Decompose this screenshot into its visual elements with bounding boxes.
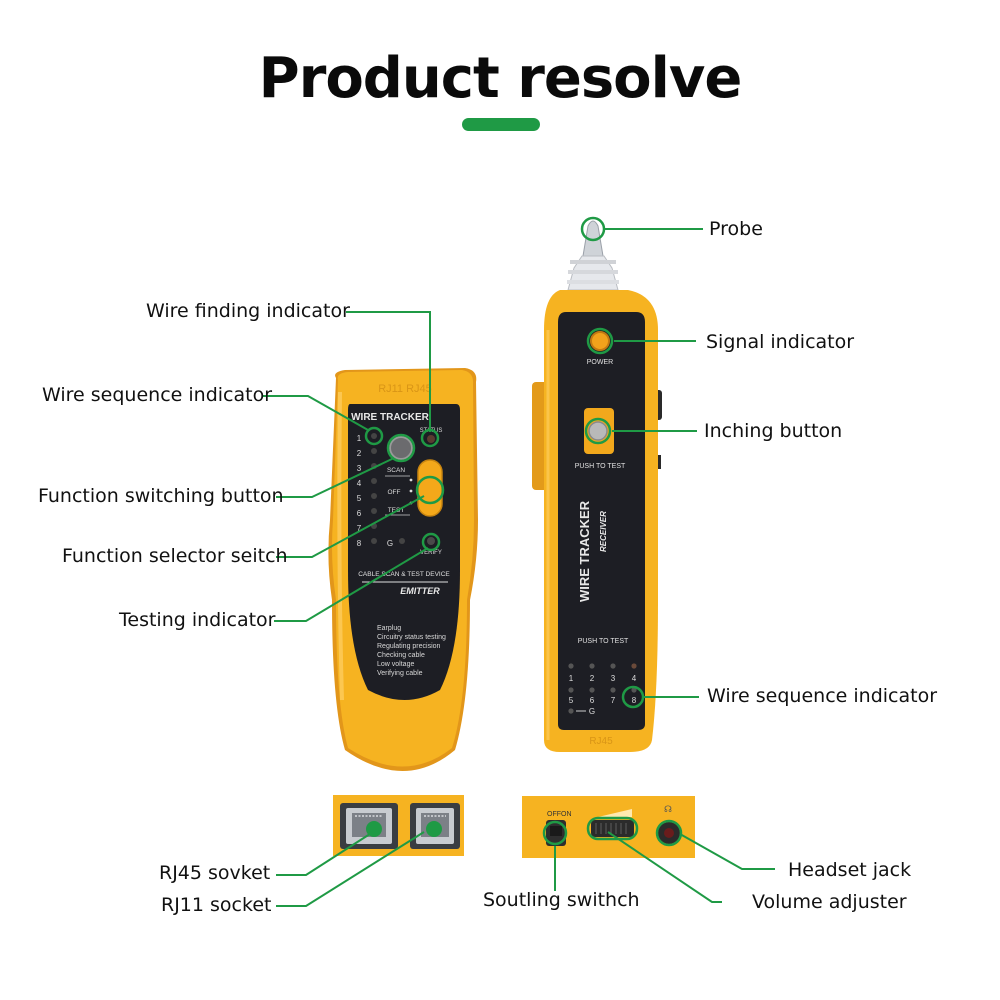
emitter-name: EMITTER (400, 586, 440, 596)
receiver-subtitle: RECEIVER (599, 511, 608, 552)
svg-text:3: 3 (357, 464, 362, 473)
receiver-panel (558, 312, 645, 730)
function-selector-switch[interactable] (417, 459, 443, 517)
svg-text:7: 7 (357, 524, 362, 533)
label-probe: Probe (709, 218, 763, 240)
svg-text:1: 1 (569, 674, 574, 683)
svg-text:3: 3 (611, 674, 616, 683)
label-testing-indicator: Testing indicator (119, 609, 276, 631)
svg-text:7: 7 (611, 696, 616, 705)
receiver-bottom-mark: RJ45 (589, 736, 613, 747)
status-led (427, 435, 435, 443)
receiver-device: POWER PUSH TO TEST WIRE TRACKER RECEIVER… (532, 220, 662, 752)
receiver-title: WIRE TRACKER (577, 500, 592, 602)
receiver-wire-sequence: 1 2 3 4 5 6 7 8 G (568, 663, 637, 716)
svg-text:OFF: OFF (547, 811, 561, 818)
label-signal-indicator: Signal indicator (706, 331, 855, 353)
svg-text:Verifying cable: Verifying cable (377, 670, 423, 677)
svg-text:5: 5 (357, 494, 362, 503)
svg-text:6: 6 (357, 509, 362, 518)
label-volume-adjuster: Volume adjuster (752, 891, 907, 913)
push-to-test-top: PUSH TO TEST (575, 463, 626, 470)
headphone-icon: ☊ (664, 804, 672, 814)
label-wire-sequence-indicator-right: Wire sequence indicator (707, 685, 938, 707)
svg-text:Earplug: Earplug (377, 625, 401, 632)
svg-text:G: G (589, 707, 595, 716)
signal-indicator-led (590, 331, 610, 351)
svg-text:G: G (387, 539, 393, 548)
push-to-test-bottom: PUSH TO TEST (578, 638, 629, 645)
svg-text:8: 8 (632, 696, 637, 705)
svg-text:Regulating precision: Regulating precision (377, 643, 441, 650)
svg-text:OFF: OFF (388, 489, 401, 496)
label-function-selector-switch: Function selector seitch (62, 545, 288, 567)
probe-tip (582, 220, 604, 257)
svg-text:1: 1 (357, 434, 362, 443)
title-underline (462, 118, 540, 131)
label-soutling-switch: Soutling swithch (483, 889, 640, 911)
svg-text:2: 2 (357, 449, 362, 458)
svg-text:VERIFY: VERIFY (420, 550, 442, 556)
svg-text:6: 6 (590, 696, 595, 705)
emitter-device: RJ11 RJ45 WIRE TRACKER STATUS 1 2 3 4 5 … (328, 368, 478, 771)
rj45-marker (366, 821, 382, 837)
label-rj45-socket: RJ45 sovket (159, 862, 271, 884)
rj11-marker (426, 821, 442, 837)
svg-text:4: 4 (632, 674, 637, 683)
svg-text:2: 2 (590, 674, 595, 683)
page-title: Product resolve (258, 46, 743, 111)
verify-led (427, 537, 435, 545)
svg-text:5: 5 (569, 696, 574, 705)
emitter-title: WIRE TRACKER (351, 412, 430, 423)
function-switching-button[interactable] (389, 436, 413, 460)
svg-text:SCAN: SCAN (387, 467, 405, 474)
label-wire-finding-indicator: Wire finding indicator (146, 300, 350, 322)
svg-text:ON: ON (561, 811, 572, 818)
emitter-feature-list: Earplug Circuitry status testing Regulat… (377, 625, 446, 677)
svg-text:Circuitry status testing: Circuitry status testing (377, 634, 446, 641)
svg-text:4: 4 (357, 479, 362, 488)
rj-ports-panel (333, 795, 464, 856)
svg-text:8: 8 (357, 539, 362, 548)
label-rj11-socket: RJ11 socket (161, 894, 272, 916)
inching-button[interactable] (588, 421, 608, 441)
label-wire-sequence-indicator-left: Wire sequence indicator (42, 384, 273, 406)
power-label: POWER (587, 359, 613, 366)
svg-text:Checking cable: Checking cable (377, 652, 425, 659)
emitter-device-line: CABLE SCAN & TEST DEVICE (358, 571, 450, 578)
label-function-switching-button: Function switching button (38, 485, 284, 507)
volume-adjuster-wheel[interactable] (591, 820, 634, 837)
svg-text:Low voltage: Low voltage (377, 661, 414, 668)
callout-lines (262, 228, 775, 907)
callout-rings (364, 216, 683, 847)
label-inching-button: Inching button (704, 420, 843, 442)
label-headset-jack: Headset jack (788, 859, 912, 881)
emitter-port-mark: RJ11 RJ45 (378, 383, 432, 395)
switch-panel: OFF ON ☊ (522, 796, 695, 858)
